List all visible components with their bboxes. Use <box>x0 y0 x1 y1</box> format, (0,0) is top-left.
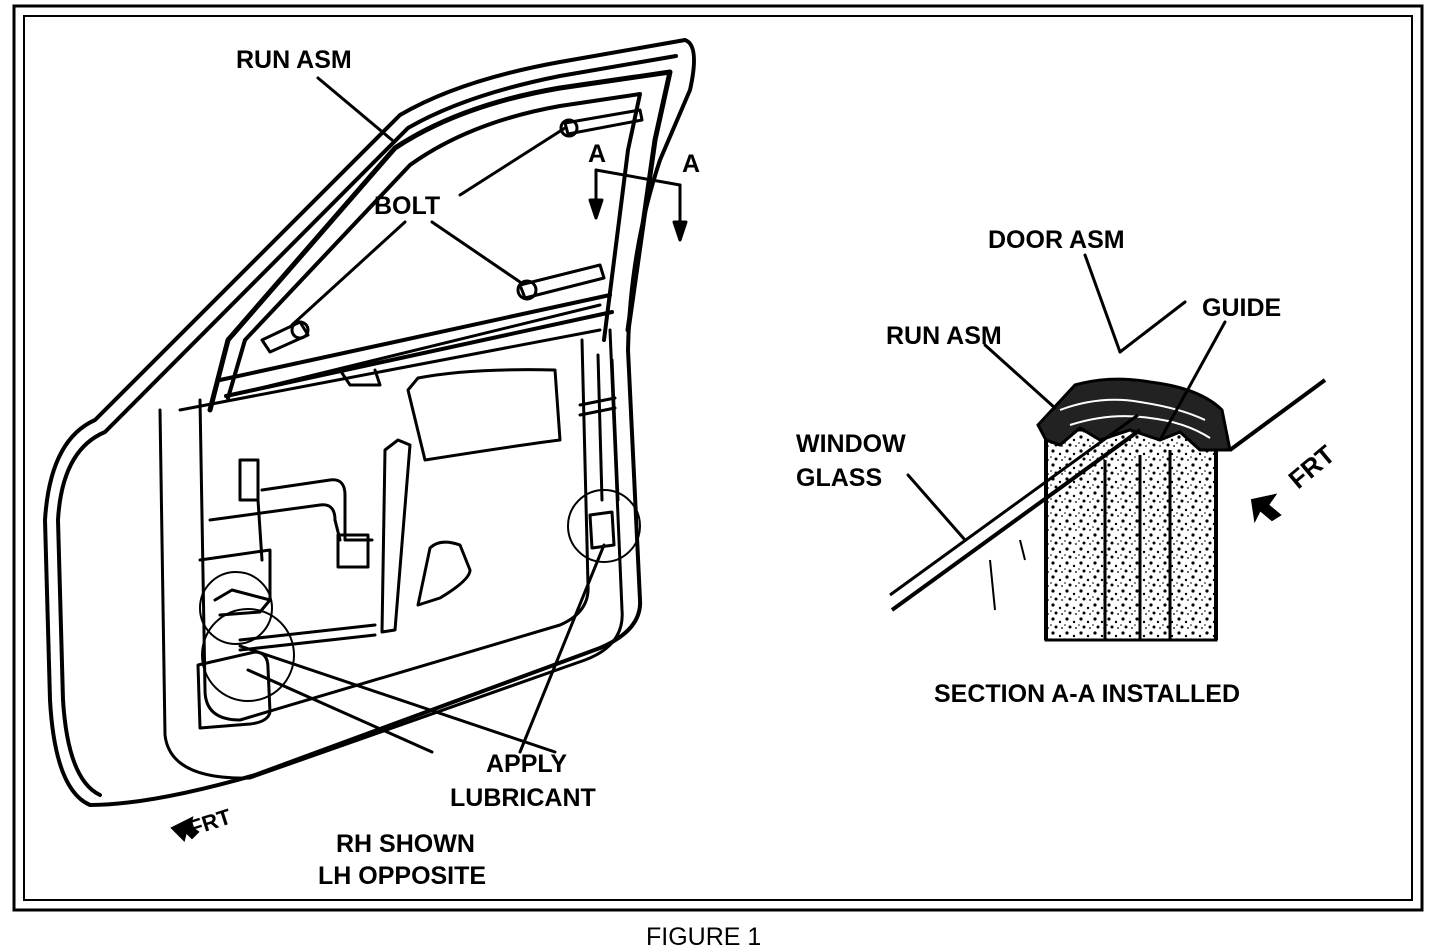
label-frt-left: FRT <box>186 804 235 841</box>
inner-frame <box>23 15 1413 901</box>
label-bolt: BOLT <box>374 192 440 220</box>
label-glass: GLASS <box>796 464 882 492</box>
outer-frame <box>12 4 1424 912</box>
door-leader-lines <box>238 76 606 754</box>
label-rh-shown: RH SHOWN <box>336 830 475 858</box>
label-apply: APPLY <box>486 750 567 778</box>
label-window: WINDOW <box>796 430 906 458</box>
label-guide: GUIDE <box>1202 294 1281 322</box>
label-run-asm-section: RUN ASM <box>886 322 1002 350</box>
section-leader-lines <box>906 253 1227 542</box>
frt-arrow-left-icon <box>170 816 200 842</box>
label-section-title: SECTION A-A INSTALLED <box>934 680 1240 708</box>
label-run-asm-top: RUN ASM <box>236 46 352 74</box>
label-lh-opposite: LH OPPOSITE <box>318 862 486 890</box>
frt-arrow-right-icon <box>1250 493 1282 524</box>
label-door-asm: DOOR ASM <box>988 226 1125 254</box>
door-assembly-drawing <box>43 38 696 807</box>
label-section-a-left: A <box>588 140 606 168</box>
label-lubricant: LUBRICANT <box>450 784 596 812</box>
section-arrows <box>588 168 688 242</box>
figure-caption: FIGURE 1 <box>646 923 761 948</box>
label-section-a-right: A <box>682 150 700 178</box>
label-frt-right: FRT <box>1283 439 1341 495</box>
section-a-a-drawing <box>889 377 1327 642</box>
